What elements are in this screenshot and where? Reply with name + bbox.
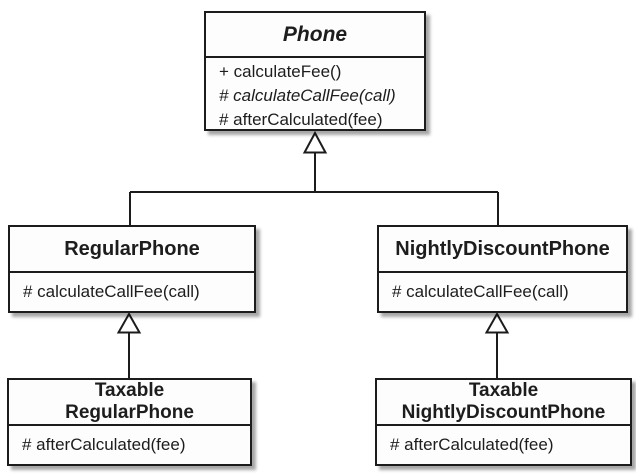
class-box-phone: Phone + calculateFee() # calculateCallFe… — [204, 11, 426, 131]
method-after-calculated: # afterCalculated(fee) — [22, 435, 186, 454]
class-box-nightly-discount-phone: NightlyDiscountPhone # calculateCallFee(… — [377, 225, 628, 313]
method-after-calculated: # afterCalculated(fee) — [390, 435, 554, 454]
method-calculate-fee: + calculateFee() — [219, 62, 342, 81]
methods-compartment: # afterCalculated(fee) — [377, 426, 630, 464]
methods-compartment: # afterCalculated(fee) — [9, 426, 250, 464]
method-calculate-call-fee: # calculateCallFee(call) — [392, 282, 569, 301]
generalization-taxable-regular — [116, 311, 142, 380]
methods-compartment: # calculateCallFee(call) — [10, 273, 254, 311]
generalization-taxable-nightly — [484, 311, 510, 380]
hollow-triangle-arrowhead — [302, 130, 328, 154]
methods-compartment: + calculateFee() # calculateCallFee(call… — [206, 58, 424, 134]
class-name-taxable-regular-phone: Taxable RegularPhone — [9, 380, 250, 426]
method-calculate-call-fee: # calculateCallFee(call) — [23, 282, 200, 301]
class-box-regular-phone: RegularPhone # calculateCallFee(call) — [8, 225, 256, 313]
method-calculate-call-fee: # calculateCallFee(call) — [219, 86, 396, 105]
methods-compartment: # calculateCallFee(call) — [379, 273, 626, 311]
class-name-regular-phone: RegularPhone — [10, 227, 254, 273]
method-after-calculated: # afterCalculated(fee) — [219, 110, 383, 129]
hollow-triangle-arrowhead — [484, 311, 510, 334]
hollow-triangle-arrowhead — [116, 311, 142, 334]
class-name-taxable-nightly-discount-phone: Taxable NightlyDiscountPhone — [377, 380, 630, 426]
class-name-phone: Phone — [206, 13, 424, 58]
class-name-nightly-discount-phone: NightlyDiscountPhone — [379, 227, 626, 273]
generalization-to-phone — [129, 130, 499, 227]
class-box-taxable-regular-phone: Taxable RegularPhone # afterCalculated(f… — [7, 378, 252, 466]
class-box-taxable-nightly-discount-phone: Taxable NightlyDiscountPhone # afterCalc… — [375, 378, 632, 466]
